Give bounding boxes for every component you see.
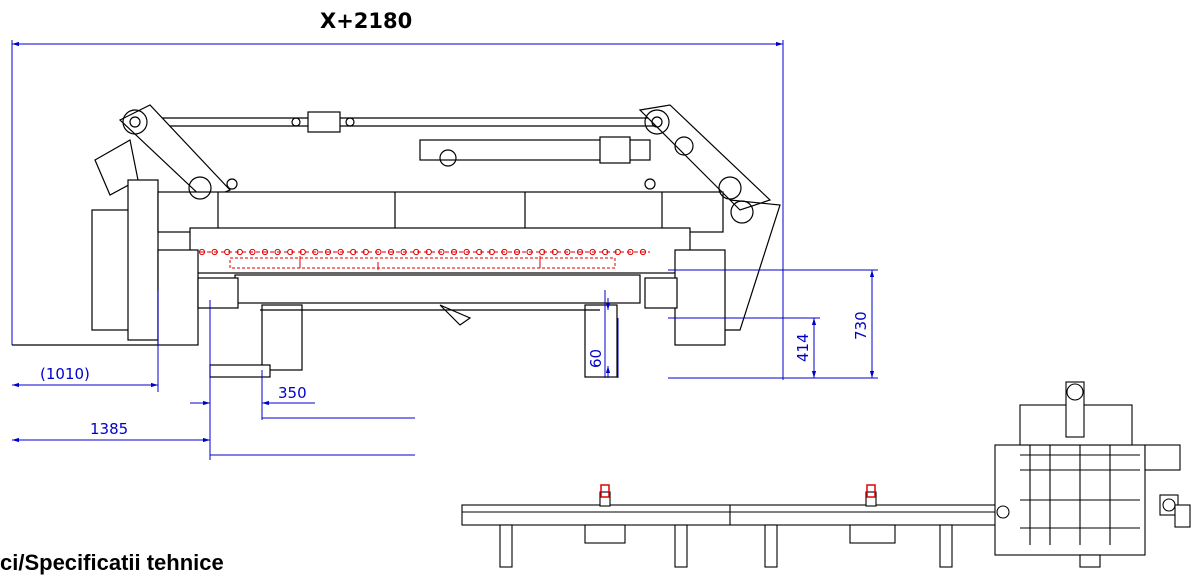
- red-marker: [513, 248, 521, 256]
- red-marker: [526, 248, 533, 256]
- dimension-1010: (1010): [40, 365, 90, 383]
- red-marker: [564, 248, 571, 256]
- red-marker: [387, 248, 395, 256]
- red-marker: [438, 248, 445, 256]
- dimension-350: 350: [278, 384, 307, 402]
- red-marker: [400, 248, 407, 256]
- red-marker: [425, 248, 432, 256]
- dimension-lines-right: [604, 269, 878, 379]
- red-marker: [375, 248, 382, 256]
- conveyor-rail: [461, 491, 1003, 568]
- red-marker: [639, 248, 647, 256]
- machine-side-view: [12, 104, 781, 378]
- red-marker: [450, 248, 458, 256]
- red-marker: [249, 248, 256, 256]
- red-marker: [287, 248, 294, 256]
- dimension-414: 414: [794, 333, 812, 362]
- end-unit: [994, 381, 1191, 568]
- dimension-730: 730: [852, 311, 870, 340]
- overall-width-dimension: [11, 40, 784, 380]
- red-marker: [551, 248, 558, 256]
- dimension-1385: 1385: [90, 420, 128, 438]
- red-marker: [299, 248, 306, 256]
- red-marker: [476, 248, 483, 256]
- red-marker: [413, 248, 420, 256]
- red-marker: [627, 248, 634, 256]
- red-marker: [211, 248, 218, 256]
- red-marker: [312, 248, 319, 256]
- red-marker: [274, 248, 281, 256]
- red-marker: [463, 248, 470, 256]
- red-marker-row: [200, 251, 650, 270]
- red-marker: [350, 248, 357, 256]
- red-marker: [324, 248, 332, 256]
- red-marker: [488, 248, 495, 256]
- red-marker: [576, 248, 584, 256]
- overall-width-label: X+2180: [320, 9, 412, 33]
- red-marker: [224, 248, 231, 256]
- red-marker: [501, 248, 508, 256]
- red-marker: [539, 248, 546, 256]
- red-marker: [602, 248, 609, 256]
- dimension-60: 60: [587, 349, 605, 368]
- red-marker: [589, 248, 596, 256]
- red-marker: [198, 248, 206, 256]
- red-marker: [362, 248, 369, 256]
- red-marker: [261, 248, 269, 256]
- rail-red-markers: [600, 484, 876, 498]
- dimension-lines-left: [12, 290, 415, 460]
- section-heading: ci/Specificatii tehnice: [0, 550, 224, 575]
- red-marker: [236, 248, 243, 256]
- red-marker: [614, 248, 621, 256]
- red-marker: [337, 248, 344, 256]
